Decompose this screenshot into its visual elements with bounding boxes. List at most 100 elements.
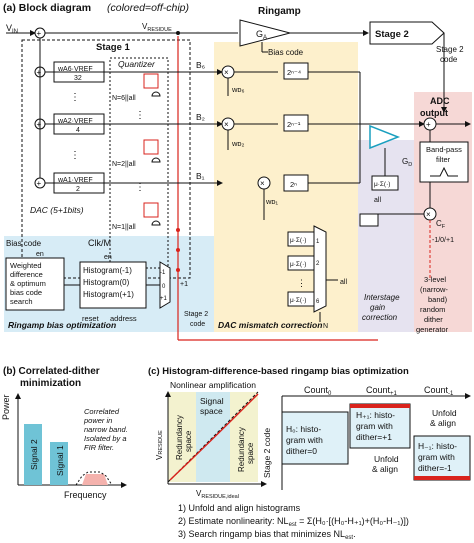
svg-text:space: space [200,406,223,416]
svg-text:3-level: 3-level [424,275,446,284]
panel-b-annotation: Correlated power in narrow band. Isolate… [83,407,128,452]
svg-text:random: random [420,305,445,314]
adc-output-label-1: ADC [430,96,450,106]
panel-b-title-1: (b) Correlated-dither [3,366,100,377]
stage2-code-c: Stage 2 code [262,428,272,478]
svg-text:bias code: bias code [10,288,42,297]
svg-text:1: 1 [316,239,320,245]
svg-text:dither=0: dither=0 [286,446,317,456]
svg-text:+1: +1 [180,281,188,288]
nonlinear-label: Nonlinear amplification [170,380,256,390]
svg-text:μ·Σ(·): μ·Σ(·) [290,237,306,244]
svg-text:Redundancy: Redundancy [237,427,246,472]
countm1-label: Count-1 [424,385,454,397]
dac-mult-2: × 2ⁿ⁻¹ wᴅ₂ [221,114,309,148]
svg-text:⋮: ⋮ [135,110,145,121]
svg-text:& optimum: & optimum [10,279,46,288]
svg-text:FIR filter.: FIR filter. [84,443,114,452]
svg-text:dither: dither [424,315,443,324]
svg-text:& align: & align [430,418,456,428]
step-3: 3) Search ringamp bias that minimizes NL… [178,529,356,541]
hist-hm1 [413,435,471,481]
svg-text:power in: power in [83,416,112,425]
svg-text:⋮: ⋮ [70,92,80,103]
signal2-label: Signal 2 [29,439,39,470]
svg-text:⋮: ⋮ [70,150,80,161]
svg-text:⋮: ⋮ [135,182,145,193]
svg-text:space: space [184,430,193,452]
panel-a-title: (a) Block diagram [3,2,91,14]
dither-generator: 3-level (narrow- band) random dither gen… [416,275,449,334]
vres-xlabel: VRESIDUE,ideal [196,489,239,500]
dither-bump [82,474,108,485]
hist-mux [159,261,171,309]
step-2: 2) Estimate nonlinearity: NLest = Σ(H₀·[… [178,516,409,528]
svg-text:+: + [37,29,42,38]
v-residue-label: VRESIDUE [142,22,172,33]
svg-text:+: + [37,68,42,77]
svg-text:gram with: gram with [418,452,455,462]
dac-row-6: + wA6·VREF 32 [34,61,105,83]
svg-text:N: N [323,323,328,330]
svg-text:gram with: gram with [356,421,393,431]
bandpass-box [419,141,469,183]
svg-text:+: + [426,120,431,129]
svg-text:Redundancy: Redundancy [175,415,184,460]
histogram-m1: Histogram(-1) [83,266,132,275]
svg-text:32: 32 [74,75,82,82]
dac-mismatch-label: DAC mismatch correction [218,320,322,330]
ringamp-triangle [239,19,292,47]
svg-text:& align: & align [372,464,398,474]
svg-text:wᴅ₁: wᴅ₁ [265,197,279,206]
svg-text:filter: filter [436,155,451,164]
svg-text:narrow band.: narrow band. [84,425,128,434]
redundancy-left [168,392,196,482]
frequency-label: Frequency [64,490,107,500]
interstage-label-3: correction [362,313,398,322]
svg-text:reset: reset [82,314,100,323]
count0-label: Count0 [304,385,332,397]
svg-text:×: × [224,68,229,77]
svg-text:Correlated: Correlated [84,407,120,416]
svg-text:wA2·VREF: wA2·VREF [57,118,93,125]
svg-text:Stage 2: Stage 2 [184,311,208,318]
stage2-block [369,21,445,45]
svg-text:address: address [110,314,137,323]
dac-label: DAC (5+1bits) [30,205,84,215]
svg-text:H₋₁: histo-: H₋₁: histo- [418,441,457,451]
svg-text:(narrow-: (narrow- [420,285,448,294]
gd-triangle [369,124,401,150]
svg-text:2ⁿ⁻⁴: 2ⁿ⁻⁴ [287,68,301,77]
svg-text:N=2||all: N=2||all [112,161,136,168]
signal2-bar [24,424,42,485]
signal-space [196,392,230,482]
interstage-mu-box [359,213,379,227]
dac-row-1: + wA1·VREF 2 [34,172,105,194]
svg-text:0: 0 [162,284,166,290]
svg-text:all: all [374,197,381,204]
svg-text:2: 2 [316,261,320,267]
svg-text:μ·Σ(·): μ·Σ(·) [290,261,306,268]
svg-text:×: × [426,210,431,219]
svg-text:band): band) [428,295,448,304]
svg-text:gram with: gram with [286,435,323,445]
stage2-label: Stage 2 [375,29,409,40]
ringamp-opt-label: Ringamp bias optimization [8,320,116,330]
dac-mult-6: × 2ⁿ⁻⁴ wᴅ₆ [221,62,309,94]
clk-label: Clk/M [88,238,111,248]
svg-text:en: en [36,251,44,258]
hist-hp1 [349,403,411,449]
svg-text:×: × [260,179,265,188]
comparator-6: N=6||all [112,73,161,102]
stage1-label: Stage 1 [96,42,131,53]
b1-label: B₁ [196,171,205,181]
panel-b-title-2: minimization [20,378,81,389]
svg-text:wA6·VREF: wA6·VREF [57,66,93,73]
mu-sigma-stack: μ·Σ(·) μ·Σ(·) μ·Σ(·) 1 2 6 ⋮ N all [287,225,347,330]
svg-text:2ⁿ⁻¹: 2ⁿ⁻¹ [287,120,301,129]
svg-text:Unfold: Unfold [432,408,457,418]
interstage-region [358,140,414,332]
svg-text:Signal: Signal [200,396,224,406]
cf-label: CF [436,219,446,230]
